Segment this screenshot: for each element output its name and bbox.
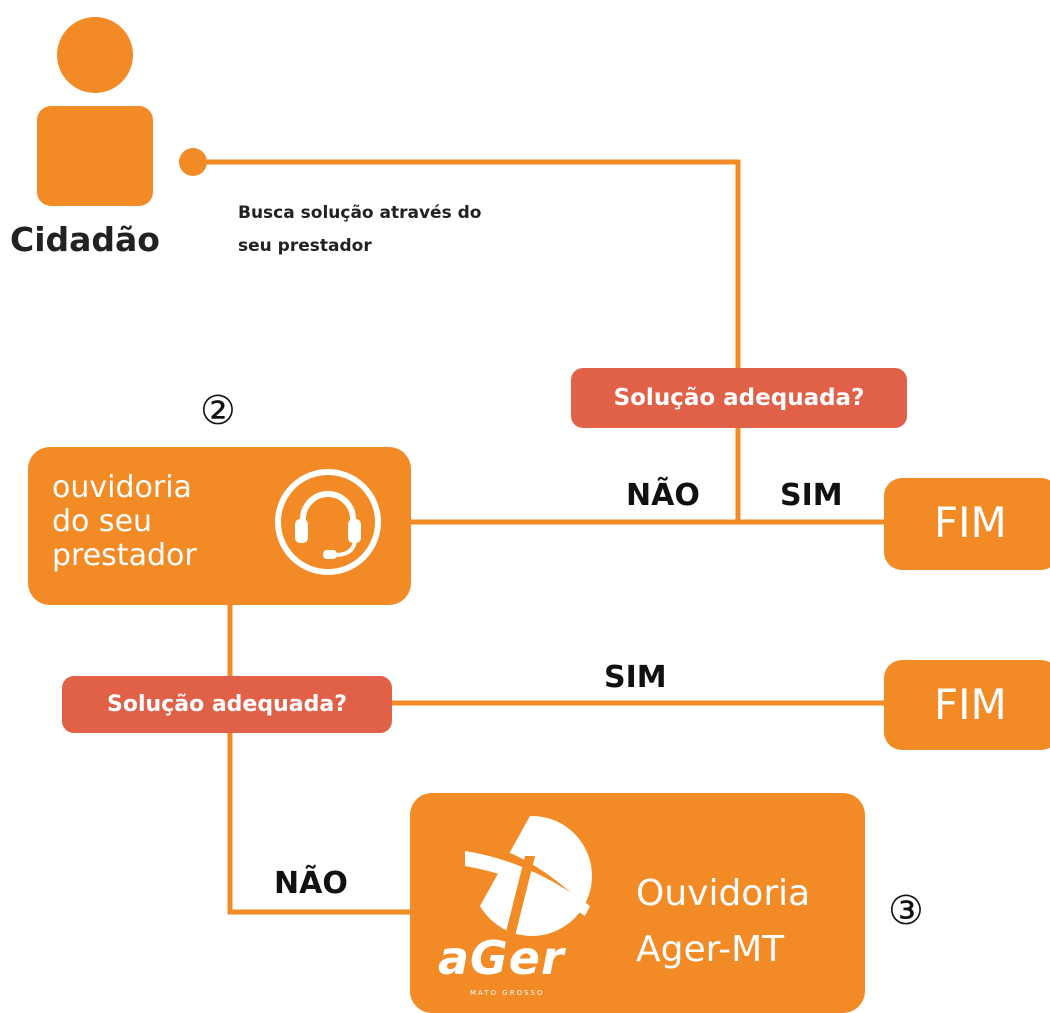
decision1-yes-label: SIM — [780, 478, 843, 513]
step3-line2: Ager-MT — [636, 929, 785, 970]
citizen-note-line2: seu prestador — [238, 236, 372, 256]
step2-number: ② — [200, 388, 236, 434]
step2-line3: prestador — [52, 538, 197, 573]
citizen-label: Cidadão — [10, 220, 160, 259]
step2-line2: do seu — [52, 504, 153, 539]
connector-dot — [179, 148, 207, 176]
connector-citizen-to-decision1 — [190, 159, 741, 378]
end1-label: FIM — [934, 498, 1007, 547]
end2-label: FIM — [934, 680, 1007, 729]
decision2-yes-label: SIM — [604, 660, 667, 695]
step2-box: ouvidoria do seu prestador — [28, 447, 411, 605]
step3-box: aGer MATO GROSSO Ouvidoria Ager-MT — [410, 793, 865, 1013]
decision2-label: Solução adequada? — [107, 692, 347, 717]
decision1-box: Solução adequada? — [571, 368, 907, 428]
ager-logo-icon — [465, 815, 600, 936]
decision1-label: Solução adequada? — [613, 385, 865, 411]
step2-line1: ouvidoria — [52, 470, 192, 505]
end1-box: FIM — [884, 478, 1050, 570]
citizen-note-line1: Busca solução através do — [238, 203, 482, 223]
decision2-box: Solução adequada? — [62, 676, 392, 733]
citizen-icon — [32, 10, 162, 210]
ager-logo-subtext: MATO GROSSO — [470, 989, 545, 997]
step3-line1: Ouvidoria — [636, 873, 811, 914]
headset-icon — [275, 469, 381, 575]
ager-logo-text: aGer — [438, 931, 565, 985]
step2-text: ouvidoria do seu prestador — [52, 471, 197, 573]
decision1-no-label: NÃO — [626, 478, 700, 513]
end2-box: FIM — [884, 660, 1050, 750]
step3-number: ③ — [888, 888, 924, 934]
decision2-no-label: NÃO — [274, 866, 348, 901]
